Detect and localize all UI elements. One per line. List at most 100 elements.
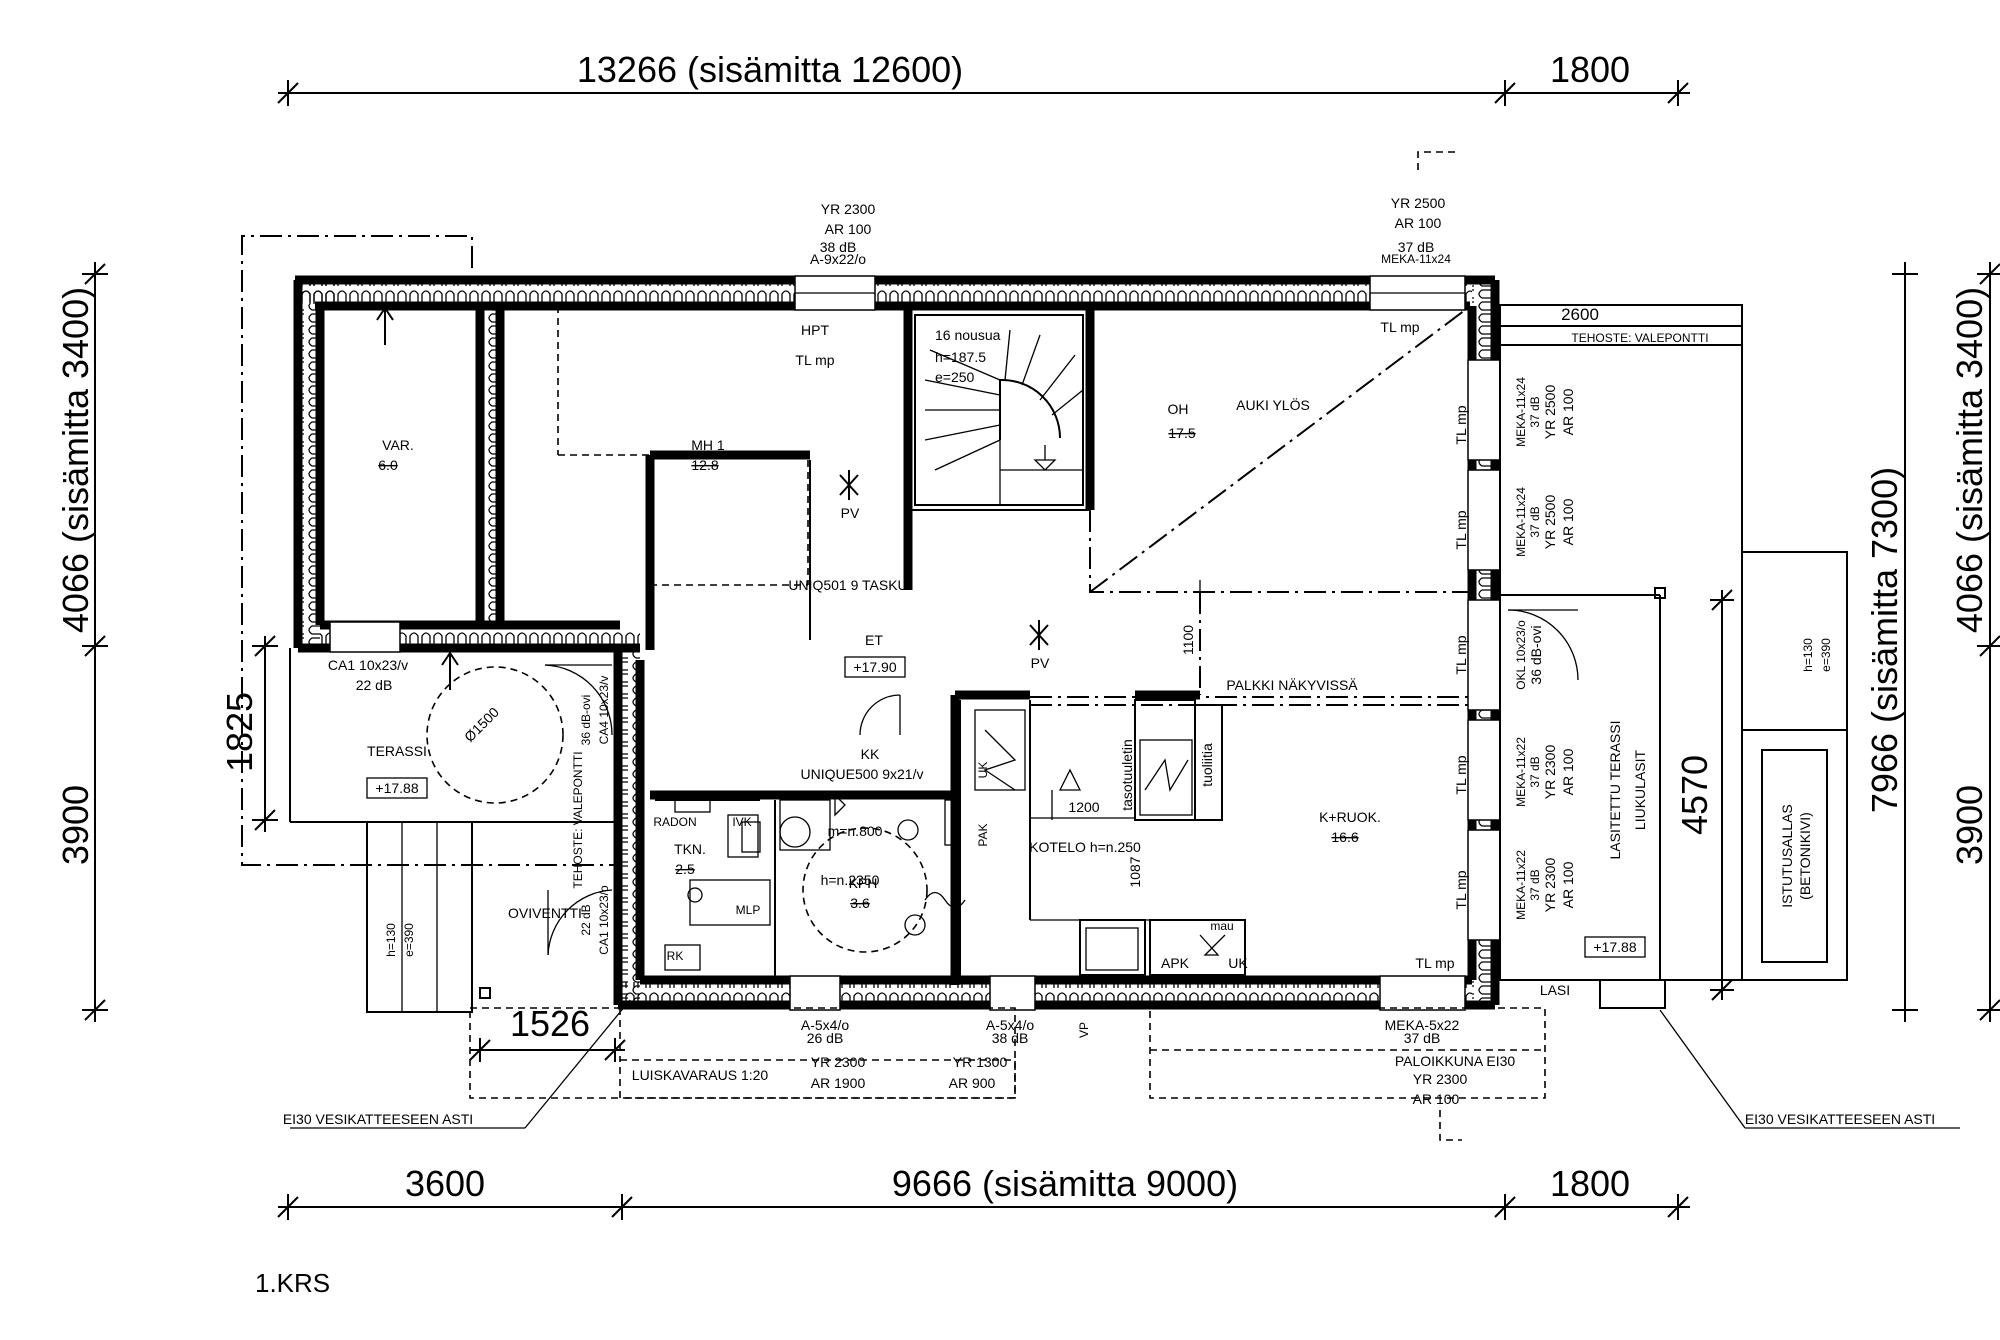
label-radon: RADON [653,815,696,829]
room-et-level: +17.90 [853,659,896,675]
window-right1-l1: MEKA-11x24 [1514,377,1528,447]
window-right1-l2: 37 dB [1528,396,1542,427]
right-dimension-line [1710,262,2000,1022]
label-ca1-side: CA1 10x23/o [597,885,611,955]
label-hpt: HPT [801,322,829,338]
room-kk: KK [861,746,880,762]
label-vp: VP [1077,1022,1091,1038]
bottom-dimension-line [277,1194,1690,1220]
window-right3-label: OKL 10x23/o 36 dB-ovi [1514,620,1544,690]
room-oh-name: OH [1168,401,1189,417]
window-right4-l2: 37 dB [1528,756,1542,787]
window-right3-l1: OKL 10x23/o [1514,620,1528,690]
label-stairs-2: h=187.5 [935,349,986,365]
label-ivk: IVK [732,815,751,829]
interior-walls [475,301,1200,985]
window-top2-line2: AR 100 [1395,215,1442,231]
label-tehoste-top: TEHOSTE: VALEPONTTI [1571,331,1708,345]
level-box-et [844,656,906,678]
label-pv-et: PV [1031,655,1050,671]
dim-right-upper: 4066 (sisämitta 3400) [1949,287,1990,633]
room-tkn-name: TKN. [674,841,706,857]
label-palkki: PALKKI NÄKYVISSÄ [1226,677,1358,693]
window-right4-label: MEKA-11x22 37 dB YR 2300 AR 100 [1514,737,1576,807]
window-bottom3-l3: PALOIKKUNA EI30 [1395,1053,1516,1069]
label-tl-mp-r5: TL mp [1453,870,1469,909]
room-terassi-level: +17.88 [375,780,418,796]
dim-bottom-mid: 9666 (sisämitta 9000) [892,1163,1238,1204]
label-mau: mau [1210,919,1233,933]
window-right2-l1: MEKA-11x24 [1514,487,1528,557]
label-kotelo: KOTELO h=n.250 [1029,839,1141,855]
dim-right-total: 7966 (sisämitta 7300) [1864,467,1905,813]
open-above-outline [1030,309,1470,706]
window-bottom3-l5: AR 100 [1413,1091,1460,1107]
window-right5-label: MEKA-11x22 37 dB YR 2300 AR 100 [1514,850,1576,920]
label-mh800: m=n.800 [828,823,883,839]
terrace-left [241,235,620,1013]
window-right2-l2: 37 dB [1528,506,1542,537]
room-var-area: 6.0 [378,457,398,473]
dim-bottom-left: 3600 [405,1163,485,1204]
window-top1-line2: AR 100 [825,221,872,237]
window-right1-l4: AR 100 [1560,388,1576,435]
dim-terrace-depth: 4570 [1674,755,1715,835]
label-stairs-3: e=250 [935,369,975,385]
room-kph-name: KPH [849,875,878,891]
window-bottom3-l4: YR 2300 [1413,1071,1468,1087]
label-tl-mp-r4: TL mp [1453,755,1469,794]
label-tl-mp-r2: TL mp [1453,510,1469,549]
dim-top-left: 13266 (sisämitta 12600) [577,49,963,90]
window-top1-line1: YR 2300 [821,201,876,217]
room-tkn-area: 2.5 [675,861,695,877]
label-tl-mp-r1: TL mp [1453,405,1469,444]
window-right1-label: MEKA-11x24 37 dB YR 2500 AR 100 [1514,377,1576,447]
dim-ramp: 1526 [510,1003,590,1044]
room-mh1-area: 12.8 [691,457,718,473]
window-bottom2-l1: A-5x4/o [986,1017,1034,1033]
label-tl-mp-mh1: TL mp [795,352,834,368]
label-uk-top: UK [976,762,990,779]
window-bottom1-l1: A-5x4/o [801,1017,849,1033]
label-mlp: MLP [736,903,761,917]
room-kruok-name: K+RUOK. [1319,809,1381,825]
level-box-lasitettu [1584,936,1646,958]
room-oh-note: AUKI YLÖS [1236,396,1310,413]
label-h2350: h=n.2350 [821,872,880,888]
window-top2-line3: 37 dB [1398,239,1435,255]
dim-left-short: 1825 [219,692,260,772]
dim-kotelo-w: 1200 [1068,799,1099,815]
label-diam: Ø1500 [461,704,502,745]
label-tasotuuletin: tasotuuletin [1119,739,1135,811]
top-dimension-line [277,80,1690,106]
room-lasitettu: LASITETTU TERASSI [1607,721,1623,860]
smoke-detector-icon [839,470,859,500]
window-right1-l3: YR 2500 [1542,385,1558,440]
room-betonikivi: (BETONIKIVI) [1797,812,1813,900]
level-box-terassi [366,777,428,799]
window-right2-l3: YR 2500 [1542,495,1558,550]
label-ei30-right: EI30 VESIKATTEESEEN ASTI [1745,1111,1935,1127]
window-bottom2-l3: YR 1300 [953,1054,1008,1070]
room-kph-area: 3.6 [850,895,870,911]
window-right2-label: MEKA-11x24 37 dB YR 2500 AR 100 [1514,487,1576,557]
window-right4-l3: YR 2300 [1542,745,1558,800]
label-oviventti: OVIVENTTI [508,905,582,921]
window-bottom3-l2: 37 dB [1404,1030,1441,1046]
label-step1-e: e=390 [402,923,416,957]
label-step2-e: e=390 [1819,638,1833,672]
room-liukulasit: LIUKULASIT [1632,749,1648,830]
stairs [914,314,1084,506]
window-marks [329,275,1501,1011]
dim-kph-w: 1200 [947,814,963,845]
dim-left-upper: 4066 (sisämitta 3400) [55,287,96,633]
label-apk: APK [1161,955,1190,971]
dim-right-lower: 3900 [1949,785,1990,865]
window-bottom1-l4: AR 1900 [811,1075,866,1091]
dim-terrace-width: 2600 [1561,305,1599,324]
room-kruok-area: 16.6 [1331,829,1358,845]
label-tl-mp-r3: TL mp [1453,635,1469,674]
window-right4-l1: MEKA-11x22 [1514,737,1528,807]
